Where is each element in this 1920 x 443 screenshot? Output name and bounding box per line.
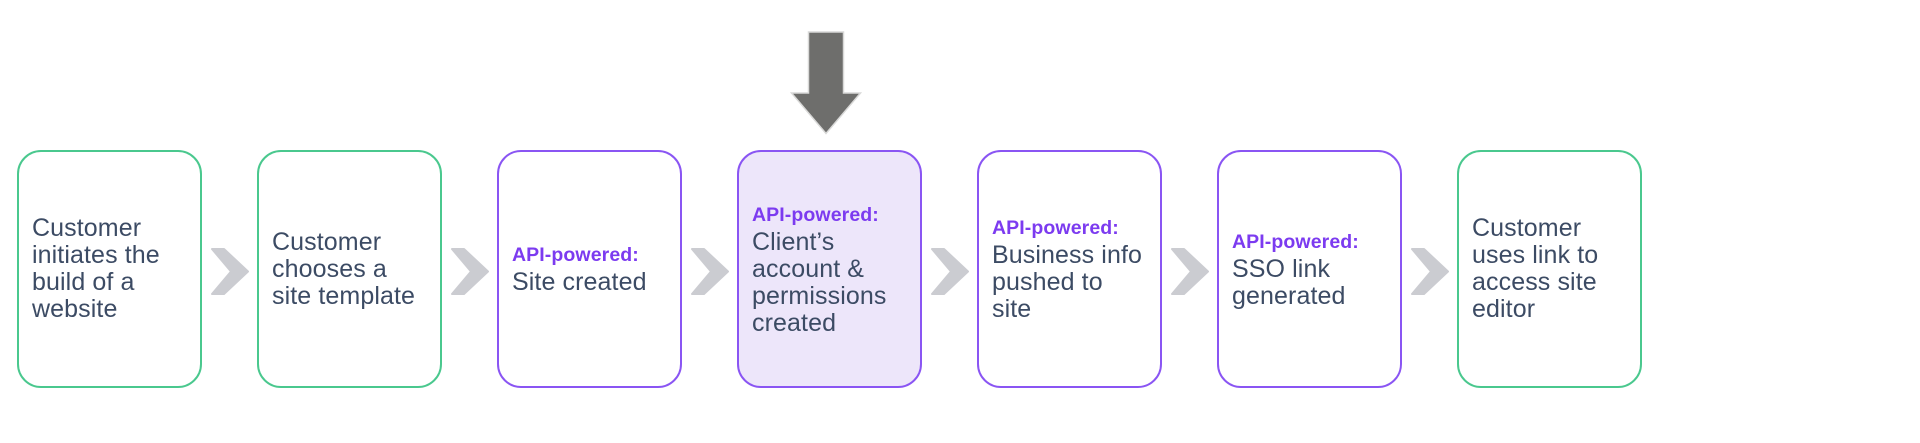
chevron-right-icon xyxy=(211,248,249,295)
step-text: API-powered: Site created xyxy=(499,242,655,296)
step-text: API-powered: SSO link generated xyxy=(1219,229,1367,310)
step-text: Customer uses link to access site editor xyxy=(1459,215,1606,323)
step-client-account-permissions: API-powered: Client’s account & permissi… xyxy=(737,150,922,388)
step-label: API-powered: xyxy=(512,244,639,266)
step-site-created: API-powered: Site created xyxy=(497,150,682,388)
chevron-right-icon xyxy=(691,248,729,295)
step-customer-chooses-template: Customer chooses a site template xyxy=(257,150,442,388)
chevron-right-icon xyxy=(1171,248,1209,295)
step-text: Customer initiates the build of a websit… xyxy=(19,215,168,323)
step-sso-link-generated: API-powered: SSO link generated xyxy=(1217,150,1402,388)
down-arrow-icon xyxy=(790,31,862,135)
chevron-right-icon xyxy=(451,248,489,295)
step-business-info-pushed: API-powered: Business info pushed to sit… xyxy=(977,150,1162,388)
step-text: API-powered: Business info pushed to sit… xyxy=(979,215,1150,323)
step-body: Client’s account & permissions created xyxy=(752,227,887,337)
step-label: API-powered: xyxy=(752,203,879,226)
step-body: Site created xyxy=(512,268,647,296)
chevron-right-icon xyxy=(1411,248,1449,295)
step-text: Customer chooses a site template xyxy=(259,227,423,310)
step-body: SSO link generated xyxy=(1232,254,1346,310)
step-body: Customer uses link to access site editor xyxy=(1472,214,1599,323)
step-label: API-powered: xyxy=(992,217,1119,239)
step-body: Customer chooses a site template xyxy=(272,227,416,310)
step-body: Customer initiates the build of a websit… xyxy=(32,214,160,323)
step-body: Business info pushed to site xyxy=(992,241,1142,323)
chevron-right-icon xyxy=(931,248,969,295)
step-customer-initiates-build: Customer initiates the build of a websit… xyxy=(17,150,202,388)
step-customer-accesses-editor: Customer uses link to access site editor xyxy=(1457,150,1642,388)
step-text: API-powered: Client’s account & permissi… xyxy=(739,202,894,337)
step-label: API-powered: xyxy=(1232,230,1359,253)
